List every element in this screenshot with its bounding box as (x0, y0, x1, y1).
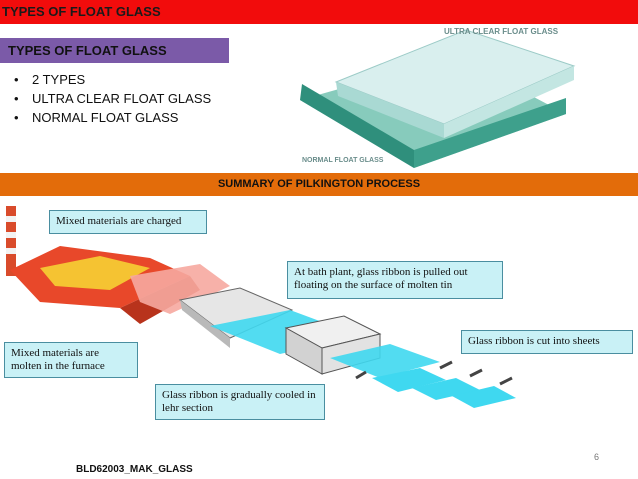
section-title-bar: TYPES OF FLOAT GLASS (0, 38, 229, 63)
section-title: TYPES OF FLOAT GLASS (8, 43, 167, 58)
callout-cut: Glass ribbon is cut into sheets (461, 330, 633, 354)
bullet-item: •NORMAL FLOAT GLASS (14, 110, 179, 125)
bullet-dot-icon: • (14, 72, 19, 87)
bullet-item: •2 TYPES (14, 72, 86, 87)
page-title: TYPES OF FLOAT GLASS (2, 4, 161, 19)
process-illustration (6, 206, 516, 408)
footer-code: BLD62003_MAK_GLASS (76, 464, 193, 475)
bullet-item: •ULTRA CLEAR FLOAT GLASS (14, 91, 212, 106)
top-title-bar: TYPES OF FLOAT GLASS (0, 0, 638, 24)
summary-title-bar: SUMMARY OF PILKINGTON PROCESS (0, 173, 638, 196)
bullet-dot-icon: • (14, 91, 19, 106)
page-number: 6 (594, 452, 600, 462)
pilkington-process-diagram: Mixed materials are charged Mixed materi… (0, 198, 638, 438)
float-glass-image: ULTRA CLEAR FLOAT GLASS NORMAL FLOAT GLA… (300, 27, 576, 168)
normal-glass-label: NORMAL FLOAT GLASS (302, 157, 384, 164)
callout-furnace: Mixed materials are molten in the furnac… (4, 342, 138, 378)
ultra-clear-label: ULTRA CLEAR FLOAT GLASS (444, 27, 559, 36)
callout-bath: At bath plant, glass ribbon is pulled ou… (287, 261, 503, 299)
callout-charged: Mixed materials are charged (49, 210, 207, 234)
bullet-dot-icon: • (14, 110, 19, 125)
summary-title: SUMMARY OF PILKINGTON PROCESS (217, 178, 421, 190)
bullet-list: •2 TYPES •ULTRA CLEAR FLOAT GLASS •NORMA… (12, 70, 211, 127)
callout-lehr: Glass ribbon is gradually cooled in lehr… (155, 384, 325, 420)
